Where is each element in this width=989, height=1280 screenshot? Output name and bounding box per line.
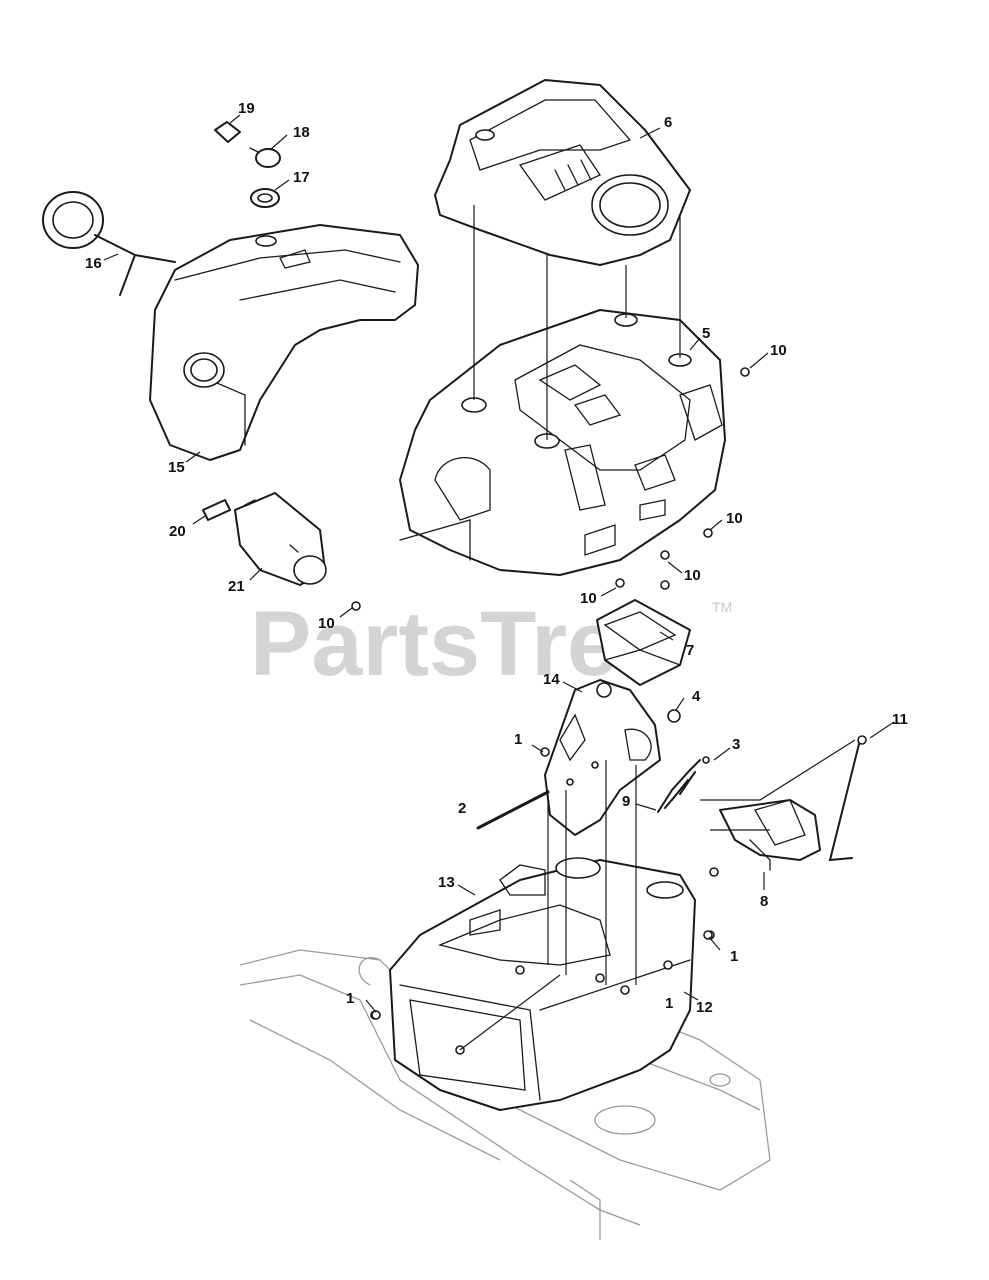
part-16-fuel-cap	[42, 191, 176, 296]
part-11-rod	[828, 735, 867, 862]
callout-3: 3	[732, 736, 740, 753]
part-21-solenoid	[234, 492, 327, 586]
callout-20: 20	[169, 523, 186, 540]
callout-13: 13	[438, 874, 455, 891]
watermark-brand: PartsTree	[250, 593, 669, 695]
part-9-spring	[657, 759, 701, 813]
callout-10-tray: 10	[580, 590, 597, 607]
callout-2: 2	[458, 800, 466, 817]
callout-15: 15	[168, 459, 185, 476]
callout-leaders	[103, 114, 895, 1013]
callout-10-dash-right: 10	[770, 342, 787, 359]
part-17-grommet	[250, 188, 280, 208]
callout-19: 19	[238, 100, 255, 117]
callout-1-lower-right: 1	[730, 948, 738, 965]
callout-1-bracket: 1	[514, 731, 522, 748]
part-8-pedal-housing	[719, 799, 821, 871]
part-18-valve	[249, 147, 281, 168]
assembly-guides	[459, 205, 856, 1051]
callout-16: 16	[85, 255, 102, 272]
callout-numbers: 1 1 1 1 2 3 4 5 6 7 8 9 10 10 10 10 10 1…	[85, 100, 908, 1016]
callout-9: 9	[622, 793, 630, 810]
callout-21: 21	[228, 578, 245, 595]
fasteners	[351, 367, 750, 1020]
callout-18: 18	[293, 124, 310, 141]
chassis-frame	[239, 949, 771, 1240]
callout-6: 6	[664, 114, 672, 131]
part-2-pin	[476, 790, 550, 830]
callout-12: 12	[696, 999, 713, 1016]
part-20-stud	[202, 499, 231, 521]
callout-1-lower-left: 1	[346, 990, 354, 1007]
callout-4: 4	[692, 688, 701, 705]
part-6-console-cover	[434, 79, 691, 266]
part-7-tray	[596, 599, 691, 686]
part-19-plug	[214, 121, 241, 143]
callout-1-shell: 1	[665, 995, 673, 1012]
callout-11: 11	[892, 711, 908, 728]
callout-10-center: 10	[684, 567, 701, 584]
part-15-fuel-tank	[149, 224, 419, 461]
part-12-lower-shell	[370, 857, 715, 1111]
callout-17: 17	[293, 169, 310, 186]
callout-10-dash-lower: 10	[726, 510, 743, 527]
callout-8: 8	[760, 893, 768, 910]
callout-10-left: 10	[318, 615, 335, 632]
callout-5: 5	[702, 325, 710, 342]
callout-7: 7	[686, 642, 694, 659]
callout-14: 14	[543, 671, 560, 688]
part-5-dash-console	[399, 309, 726, 576]
part-14-bracket	[544, 679, 661, 836]
watermark-trademark: TM	[712, 599, 732, 615]
